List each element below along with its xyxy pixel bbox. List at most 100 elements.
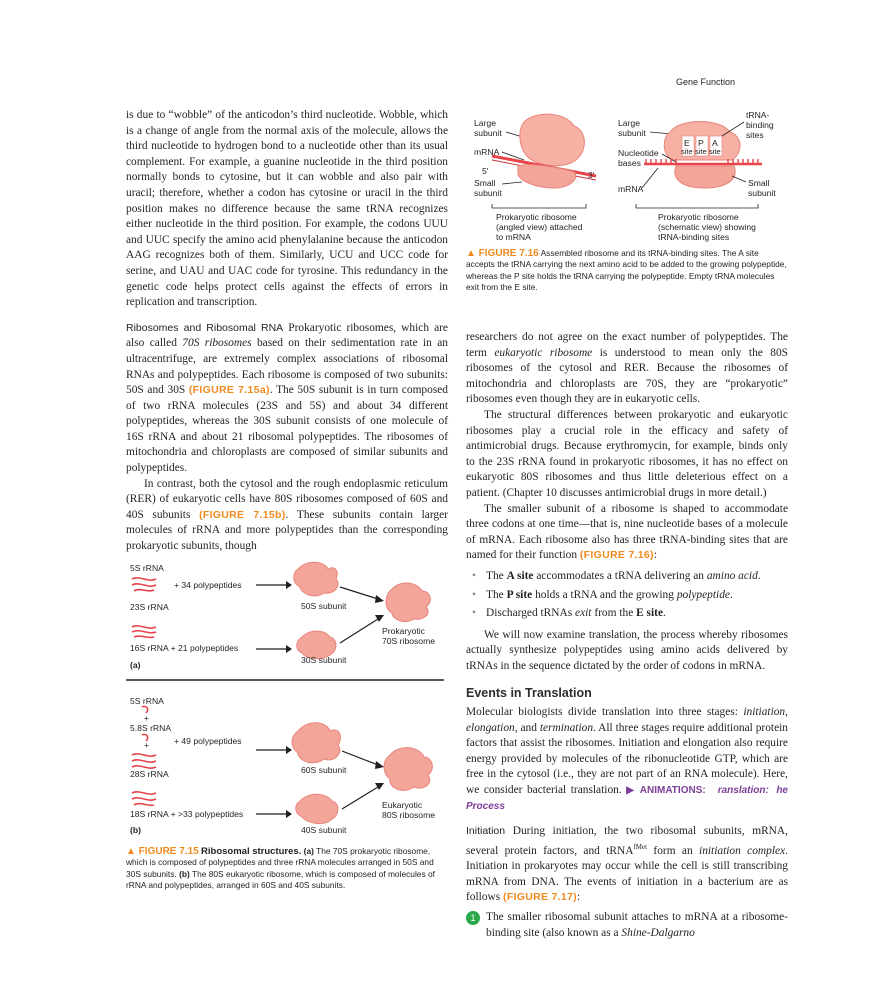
label-16s-rrna: 16S rRNA + 21 polypeptides: [130, 643, 238, 653]
label-50s-subunit: 50S subunit: [301, 601, 347, 611]
caption-line: (schematic view) showing: [658, 222, 756, 232]
label-small: Small: [474, 178, 496, 188]
paragraph-wobble: is due to “wobble” of the anticodon’s th…: [126, 109, 448, 309]
label-28s-rrna: 28S rRNA: [130, 769, 169, 779]
label-eukaryotic: Eukaryotic: [382, 800, 423, 810]
caption-text: The 80S eukaryotic ribosome, which is co…: [126, 868, 435, 891]
label-60s-subunit: 60S subunit: [301, 765, 347, 775]
rrna-squiggle-icon: [131, 753, 157, 769]
running-head: Gene Function: [676, 77, 736, 87]
figure-ref-715a[interactable]: (FIGURE 7.15a): [188, 384, 270, 397]
40s-subunit-shape: [295, 793, 339, 824]
figure-ref-717[interactable]: (FIGURE 7.17): [503, 891, 577, 904]
rrna-squiggle-icon: [131, 791, 157, 807]
paragraph-eukaryotic-ribosome: researchers do not agree on the exact nu…: [466, 330, 788, 408]
label-40s-subunit: 40S subunit: [301, 825, 347, 835]
50s-subunit-shape: [293, 561, 339, 597]
paragraph-eukaryotic: In contrast, both the cytosol and the ro…: [126, 477, 448, 555]
text: is understood to mean only the 80S ribos…: [466, 346, 788, 406]
label-bases: bases: [618, 158, 641, 168]
label-trna: tRNA-: [746, 110, 770, 120]
label-subunit: subunit: [748, 188, 776, 198]
figure-7-16-caption: ▲ FIGURE 7.16 Assembled ribosome and its…: [466, 248, 788, 294]
caption-part-b: (b): [179, 868, 190, 879]
label-site: site: [681, 147, 693, 156]
label-site: site: [709, 147, 721, 156]
label-5s-rrna-b: 5S rRNA: [130, 696, 164, 706]
label-mrna: mRNA: [618, 184, 644, 194]
text: Prokaryotic ribosomes, which are also ca…: [126, 321, 448, 350]
80s-ribosome-shape: [383, 747, 433, 791]
paragraph-ribosomes: Ribosomes and Ribosomal RNA Prokaryotic …: [126, 321, 448, 477]
caption-label: ▲ FIGURE 7.16: [466, 248, 539, 259]
text: In contrast, both the cytosol and the ro…: [126, 477, 448, 521]
caption-part-a: (a): [303, 846, 314, 856]
text: The smaller subunit of a ribosome is sha…: [466, 502, 788, 562]
label-nucleotide: Nucleotide: [618, 148, 659, 158]
label-e: E: [684, 138, 690, 148]
figure-7-16-diagram: Large subunit mRNA 5′ 3′ Small subunit P…: [474, 110, 776, 242]
caption-line: Prokaryotic ribosome: [658, 212, 739, 222]
label-subunit: subunit: [618, 128, 646, 138]
label-plus-34: + 34 polypeptides: [174, 580, 242, 590]
step-1: 1 The smaller ribosomal subunit attaches…: [466, 910, 788, 941]
label-5-prime: 5′: [482, 166, 489, 176]
label-a: A: [712, 138, 718, 148]
label-plus-1: +: [144, 713, 149, 723]
paragraph-examine: We will now examine translation, the pro…: [466, 628, 788, 672]
label-18s-rrna: 18S rRNA + >33 polypeptides: [130, 809, 243, 819]
heading-events-in-translation: Events in Translation: [466, 686, 592, 701]
bullet-e-site: Discharged tRNAs exit from the E site.: [466, 606, 788, 622]
label-mrna: mRNA: [474, 147, 500, 157]
step-number-badge: 1: [466, 910, 480, 925]
animation-link[interactable]: ▶ ANIMATIONS:  ranslation: he Process: [466, 785, 788, 812]
30s-subunit-shape: [296, 630, 337, 660]
label-30s-subunit: 30S subunit: [301, 655, 347, 665]
text: :: [653, 549, 657, 562]
caption-title: Ribosomal structures.: [201, 846, 302, 857]
label-prokaryotic: Prokaryotic: [382, 626, 426, 636]
label-3-prime: 3′: [588, 170, 595, 180]
text: . The 50S subunit is in turn composed of…: [126, 384, 448, 475]
section-head-initiation: Initiation: [466, 825, 506, 838]
figure-7-15-caption: ▲ FIGURE 7.15 Ribosomal structures. (a) …: [126, 846, 448, 892]
a-site-slot: [709, 135, 723, 157]
caption-line: Prokaryotic ribosome: [496, 212, 577, 222]
bullet-a-site: The A site accommodates a tRNA deliverin…: [466, 569, 788, 585]
label-site: site: [695, 147, 707, 156]
paragraph-initiation: Initiation During initiation, the two ri…: [466, 825, 788, 904]
rrna-squiggle-icon: [131, 577, 157, 592]
text: based on their sedimentation rate in an …: [126, 337, 448, 397]
60s-subunit-shape: [291, 722, 341, 764]
label-plus-2: +: [144, 740, 149, 750]
caption-label: ▲ FIGURE 7.15: [126, 846, 199, 857]
bullet-p-site: The P site holds a tRNA and the growing …: [466, 588, 788, 604]
caption-line: tRNA-binding sites: [658, 232, 729, 242]
large-subunit-shape: [519, 113, 585, 167]
small-subunit-shape: [517, 164, 577, 189]
panel-tag-b: (b): [130, 825, 141, 835]
section-head-ribosomes: Ribosomes and Ribosomal RNA: [126, 321, 284, 334]
rrna-squiggle-icon: [131, 625, 157, 639]
rrna-squiggle-icon: [141, 705, 149, 714]
figure-7-15-diagram: 5S rRNA + 34 polypeptides 23S rRNA 50S s…: [126, 561, 444, 835]
small-subunit-shape: [674, 165, 736, 189]
caption-line: (angled view) attached: [496, 222, 583, 232]
figure-ref-715b[interactable]: (FIGURE 7.15b): [199, 508, 286, 521]
label-large: Large: [474, 118, 496, 128]
emphasis: 70S ribosomes: [182, 337, 252, 350]
caption-text: Assembled ribosome and its tRNA-binding …: [466, 248, 787, 293]
text: researchers do not agree on the exact nu…: [466, 331, 788, 359]
paragraph-stages: Molecular biologists divide translation …: [466, 706, 788, 812]
label-5-8s-rrna: 5.8S rRNA: [130, 723, 171, 733]
label-subunit: subunit: [474, 188, 502, 198]
label-binding: binding: [746, 120, 774, 130]
label-subunit: subunit: [474, 128, 502, 138]
label-large: Large: [618, 118, 640, 128]
emphasis: eukaryotic ribosome: [494, 346, 593, 359]
figure-ref-716[interactable]: (FIGURE 7.16): [579, 549, 654, 562]
caption-line: to mRNA: [496, 232, 531, 242]
70s-ribosome-shape: [385, 582, 431, 622]
label-sites: sites: [746, 130, 764, 140]
label-80s-ribosome: 80S ribosome: [382, 810, 435, 820]
